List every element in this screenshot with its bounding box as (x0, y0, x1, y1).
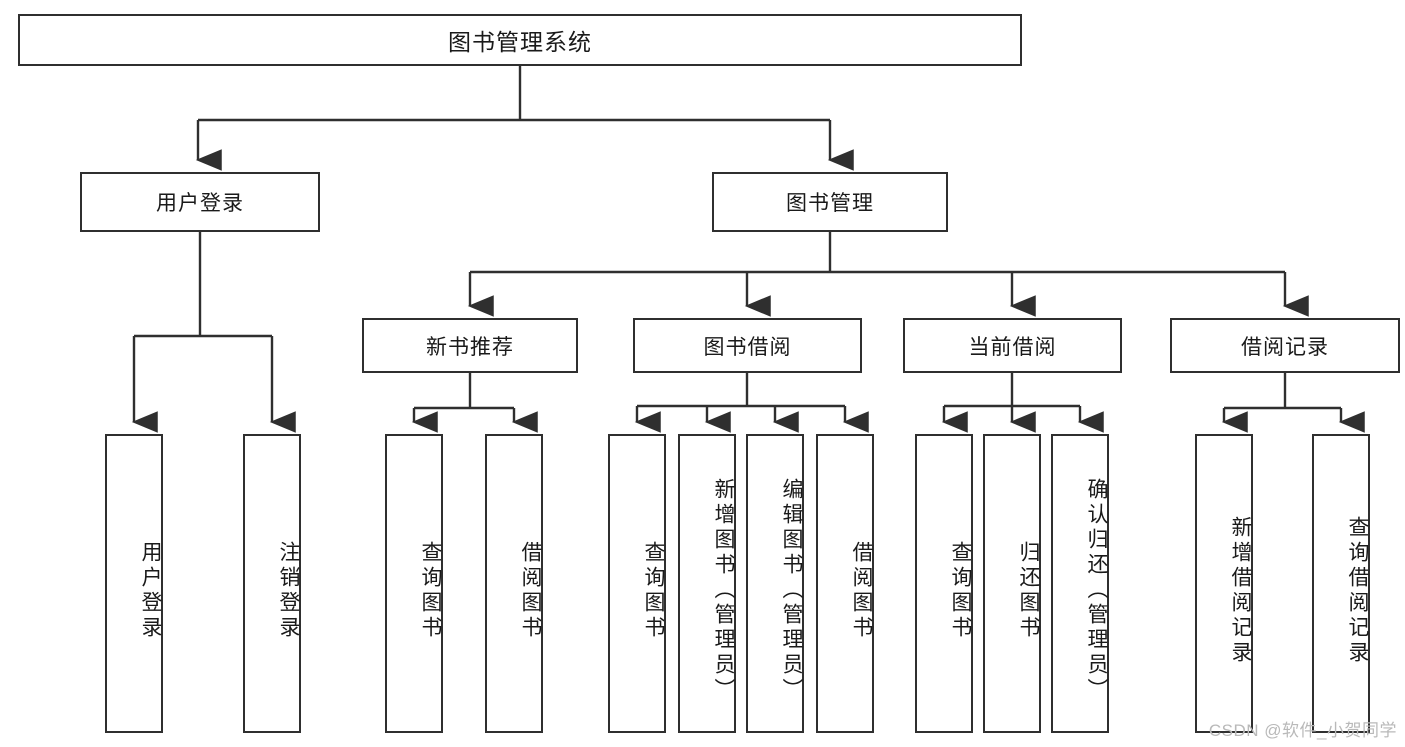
node-leaf-confirm-return-label: 确认归还（管理员） (1085, 478, 1108, 703)
node-leaf-add-book[interactable]: 新增图书（管理员） (678, 434, 736, 733)
node-book-borrow-label: 图书借阅 (703, 335, 792, 359)
node-current-borrow-label: 当前借阅 (968, 335, 1057, 359)
csdn-watermark: CSDN @软件_小贺同学 (1208, 721, 1397, 740)
node-book-manage[interactable]: 图书管理 (712, 172, 948, 232)
node-leaf-logout[interactable]: 注销登录 (243, 434, 301, 733)
node-new-book-recommend-label: 新书推荐 (426, 335, 514, 359)
node-current-borrow[interactable]: 当前借阅 (903, 318, 1122, 373)
node-leaf-confirm-return[interactable]: 确认归还（管理员） (1051, 434, 1109, 733)
node-leaf-query-book-3[interactable]: 查询图书 (915, 434, 973, 733)
node-leaf-return-book-label: 归还图书 (1017, 540, 1040, 641)
node-leaf-query-book-1[interactable]: 查询图书 (385, 434, 443, 733)
node-book-manage-label: 图书管理 (786, 192, 874, 215)
node-leaf-query-record-label: 查询借阅记录 (1346, 515, 1369, 666)
node-leaf-add-book-label: 新增图书（管理员） (712, 478, 735, 703)
node-borrow-record-label: 借阅记录 (1241, 335, 1329, 359)
node-leaf-add-record-label: 新增借阅记录 (1229, 515, 1252, 666)
node-leaf-add-record[interactable]: 新增借阅记录 (1195, 434, 1253, 733)
node-leaf-return-book[interactable]: 归还图书 (983, 434, 1041, 733)
node-leaf-user-login-label: 用户登录 (139, 540, 162, 641)
node-leaf-query-book-1-label: 查询图书 (419, 540, 442, 641)
node-leaf-edit-book-label: 编辑图书（管理员） (780, 478, 803, 703)
node-leaf-borrow-book-2[interactable]: 借阅图书 (816, 434, 874, 733)
node-borrow-record[interactable]: 借阅记录 (1170, 318, 1400, 373)
node-leaf-user-login[interactable]: 用户登录 (105, 434, 163, 733)
node-leaf-edit-book[interactable]: 编辑图书（管理员） (746, 434, 804, 733)
node-root-system-label: 图书管理系统 (448, 29, 592, 55)
node-leaf-borrow-book-1[interactable]: 借阅图书 (485, 434, 543, 733)
node-user-login-label: 用户登录 (156, 192, 244, 215)
node-new-book-recommend[interactable]: 新书推荐 (362, 318, 578, 373)
node-leaf-query-book-2[interactable]: 查询图书 (608, 434, 666, 733)
node-leaf-query-book-2-label: 查询图书 (642, 540, 665, 641)
node-leaf-borrow-book-1-label: 借阅图书 (519, 540, 542, 641)
node-root-system[interactable]: 图书管理系统 (18, 14, 1022, 66)
node-leaf-query-book-3-label: 查询图书 (949, 540, 972, 641)
node-leaf-borrow-book-2-label: 借阅图书 (850, 540, 873, 641)
node-leaf-query-record[interactable]: 查询借阅记录 (1312, 434, 1370, 733)
node-user-login[interactable]: 用户登录 (80, 172, 320, 232)
node-book-borrow[interactable]: 图书借阅 (633, 318, 862, 373)
node-leaf-logout-label: 注销登录 (277, 540, 300, 641)
